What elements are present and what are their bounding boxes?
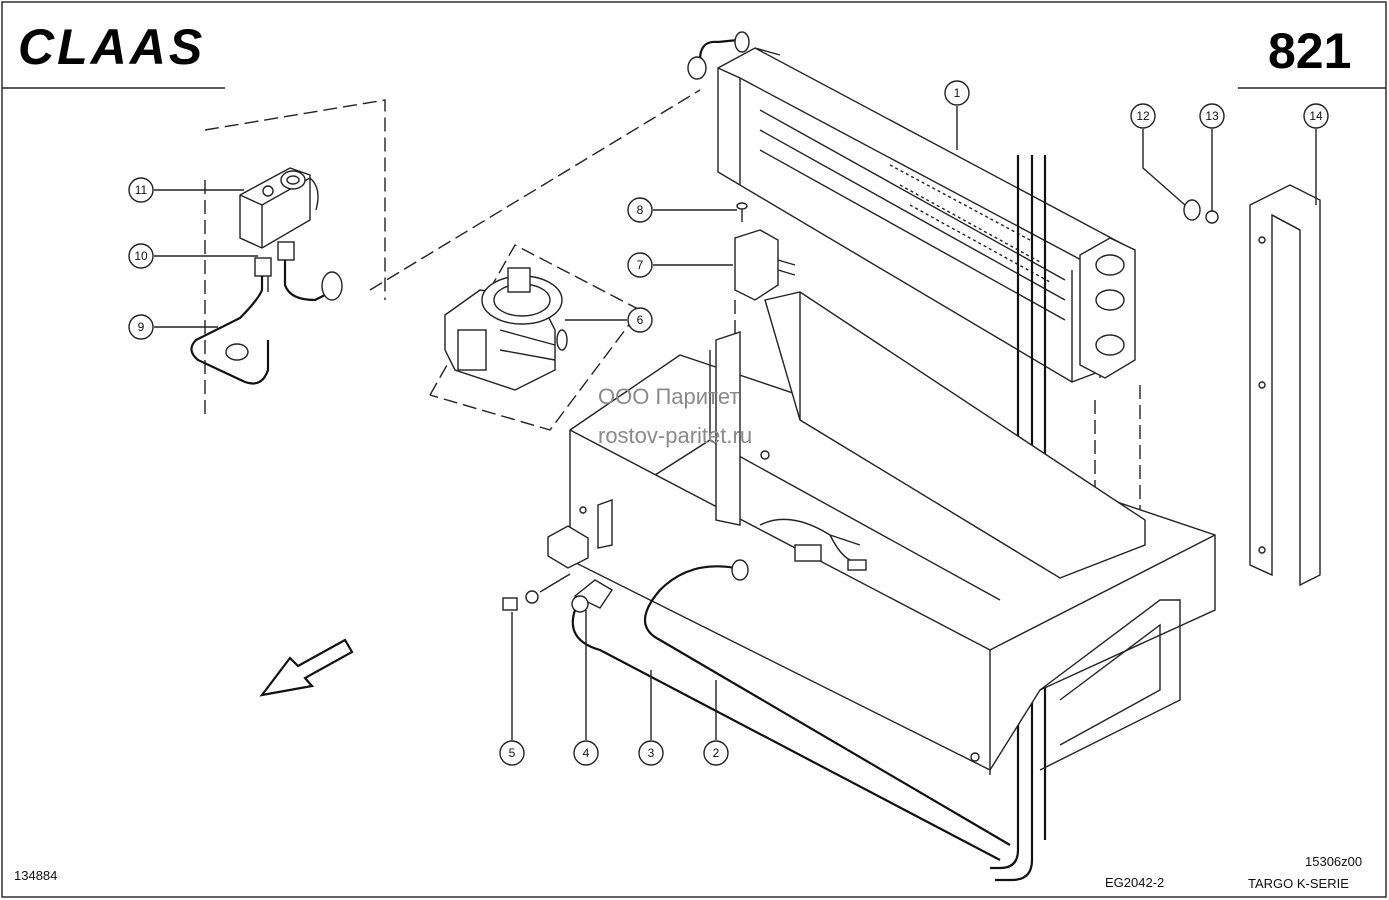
callout-circle <box>1130 103 1156 129</box>
callout-circle <box>499 740 525 766</box>
callout-circle <box>1303 103 1329 129</box>
watermark-company: ООО Паритет <box>598 384 739 409</box>
pipe-assembly-9-10 <box>190 241 343 385</box>
expansion-valve-block <box>239 167 319 249</box>
callout-14: 14 <box>1303 103 1329 205</box>
callout-8: 8 <box>627 197 737 223</box>
callout-number: 3 <box>648 746 655 760</box>
callout-circle <box>944 80 970 106</box>
claas-logo: CLAAS <box>18 19 205 75</box>
figure-code: 15306z00 <box>1305 854 1362 869</box>
angle-bracket <box>1249 184 1321 587</box>
callout-leader <box>1142 129 1186 206</box>
callout-12: 12 <box>1130 103 1186 206</box>
callout-circle <box>573 740 599 766</box>
callout-4: 4 <box>573 610 599 766</box>
header-tank <box>1079 237 1136 379</box>
heater-housing <box>569 291 1216 775</box>
callout-circle <box>627 252 653 278</box>
heat-exchanger <box>687 31 1136 383</box>
callout-5: 5 <box>499 612 525 766</box>
wire-harness <box>759 518 867 571</box>
callout-circle <box>128 314 154 340</box>
callout-number: 12 <box>1136 109 1150 123</box>
page-number: 821 <box>1268 23 1351 79</box>
machine-series: TARGO K-SERIE <box>1248 876 1349 891</box>
callout-number: 8 <box>637 203 644 217</box>
callout-number: 7 <box>637 258 644 272</box>
watermark-url: rostov-paritet.ru <box>598 423 752 448</box>
callout-10: 10 <box>128 243 258 269</box>
drawing-number: 134884 <box>14 868 57 883</box>
callout-number: 14 <box>1309 109 1323 123</box>
washer <box>1183 199 1201 221</box>
callout-number: 5 <box>509 746 516 760</box>
callout-number: 4 <box>583 746 590 760</box>
callout-number: 9 <box>138 320 145 334</box>
fin-pattern <box>759 109 1066 321</box>
group-code: EG2042-2 <box>1105 875 1164 890</box>
callout-number: 11 <box>135 183 148 197</box>
callout-11: 11 <box>128 177 244 203</box>
callout-circle <box>627 307 653 333</box>
callout-number: 6 <box>637 313 644 327</box>
callout-circle <box>703 740 729 766</box>
callout-number: 2 <box>713 746 720 760</box>
callout-6: 6 <box>565 307 653 333</box>
callout-1: 1 <box>944 80 970 150</box>
callout-circle <box>128 243 154 269</box>
pipe-loop <box>571 559 1011 861</box>
callout-2: 2 <box>703 680 729 766</box>
callout-13: 13 <box>1199 103 1225 211</box>
callout-7: 7 <box>627 252 733 278</box>
callout-9: 9 <box>128 314 218 340</box>
callout-number: 10 <box>134 249 148 263</box>
callout-circle <box>638 740 664 766</box>
switch-and-bolt <box>502 525 613 613</box>
direction-arrow <box>259 638 354 697</box>
blower-motor <box>444 267 568 391</box>
callout-circle <box>128 177 154 203</box>
callout-circle <box>627 197 653 223</box>
relay <box>734 202 796 301</box>
callout-3: 3 <box>638 670 664 766</box>
nut <box>1205 210 1219 224</box>
callout-number: 1 <box>954 86 961 100</box>
callout-number: 13 <box>1205 109 1219 123</box>
callout-circle <box>1199 103 1225 129</box>
